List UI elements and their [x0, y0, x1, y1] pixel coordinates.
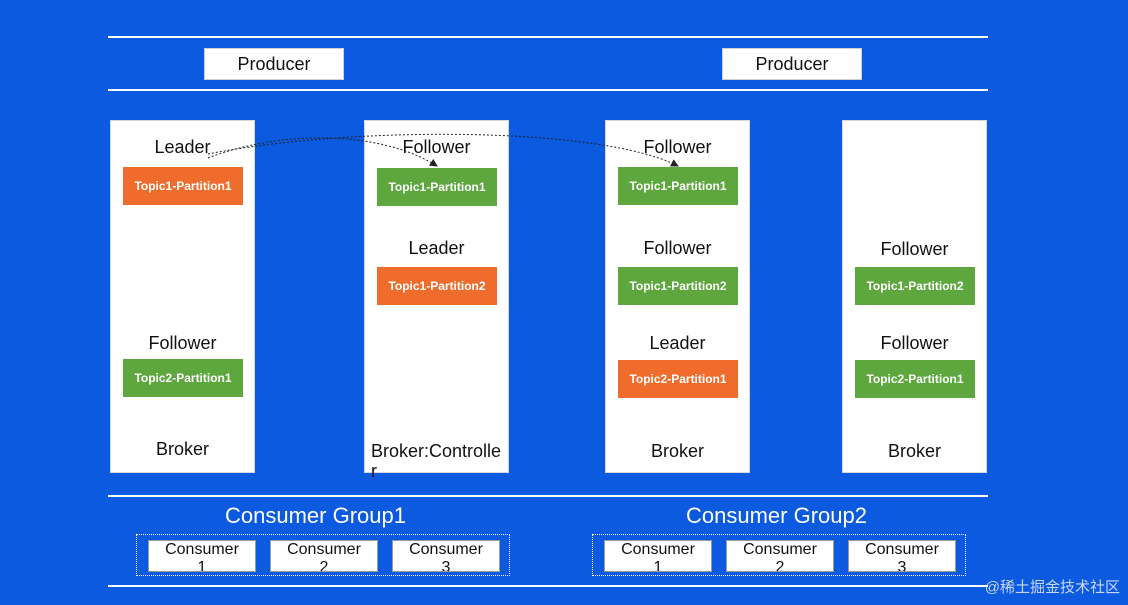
broker-label: Broker:Controller	[371, 441, 502, 481]
broker-1: Leader Topic1-Partition1 Follower Topic2…	[110, 120, 255, 473]
consumer-group-1-box	[136, 534, 510, 576]
consumer-3: Consumer 3	[392, 540, 500, 572]
partition-follower: Topic1-Partition1	[618, 167, 738, 205]
broker-label: Broker	[650, 441, 704, 461]
consumer-label: Consumer	[621, 541, 695, 558]
partition-leader: Topic1-Partition1	[123, 167, 243, 205]
partition-follower: Topic2-Partition1	[855, 360, 975, 398]
consumer-3: Consumer 3	[848, 540, 956, 572]
partition-follower: Topic1-Partition2	[618, 267, 738, 305]
consumer-number: 1	[653, 559, 663, 572]
partition-leader: Topic1-Partition2	[377, 267, 497, 305]
replication-arrow-to-broker-2	[207, 137, 438, 167]
consumer-label: Consumer	[287, 541, 361, 558]
producer-box-1: Producer	[204, 48, 344, 80]
role-label: Follower	[643, 238, 712, 258]
broker-label: Broker	[155, 439, 209, 459]
consumer-number: 3	[441, 559, 451, 572]
broker-label: Broker	[887, 441, 941, 461]
partition-leader: Topic2-Partition1	[618, 360, 738, 398]
role-label: Follower	[148, 333, 217, 353]
partition-follower: Topic1-Partition2	[855, 267, 975, 305]
replication-arrow-to-broker-3	[207, 133, 679, 167]
role-label: Follower	[880, 333, 949, 353]
role-label: Leader	[154, 137, 211, 157]
broker-3: Follower Topic1-Partition1 Follower Topi…	[605, 120, 750, 473]
consumer-1: Consumer 1	[604, 540, 712, 572]
partition-follower: Topic2-Partition1	[123, 359, 243, 397]
producer-divider	[108, 89, 988, 91]
consumer-number: 1	[197, 559, 207, 572]
broker-4: Follower Topic1-Partition2 Follower Topi…	[842, 120, 987, 473]
role-label: Follower	[643, 137, 712, 157]
consumer-1: Consumer 1	[148, 540, 256, 572]
consumer-2: Consumer 2	[726, 540, 834, 572]
consumer-label: Consumer	[165, 541, 239, 558]
consumer-divider	[108, 495, 988, 497]
consumer-number: 2	[319, 559, 329, 572]
partition-follower: Topic1-Partition1	[377, 168, 497, 206]
consumer-label: Consumer	[865, 541, 939, 558]
consumer-group-1-title: Consumer Group1	[225, 503, 406, 528]
consumer-group-2-box	[592, 534, 966, 576]
bottom-divider	[108, 585, 988, 587]
role-label: Follower	[880, 239, 949, 259]
consumer-number: 3	[897, 559, 907, 572]
producer-box-2: Producer	[722, 48, 862, 80]
consumer-label: Consumer	[743, 541, 817, 558]
consumer-number: 2	[775, 559, 785, 572]
role-label: Follower	[402, 137, 471, 157]
broker-2: Follower Topic1-Partition1 Leader Topic1…	[364, 120, 509, 481]
consumer-group-2-title: Consumer Group2	[686, 503, 867, 528]
watermark: @稀土掘金技术社区	[984, 579, 1120, 596]
consumer-label: Consumer	[409, 541, 483, 558]
role-label: Leader	[408, 238, 465, 258]
role-label: Leader	[649, 333, 706, 353]
top-divider	[108, 36, 988, 38]
consumer-2: Consumer 2	[270, 540, 378, 572]
